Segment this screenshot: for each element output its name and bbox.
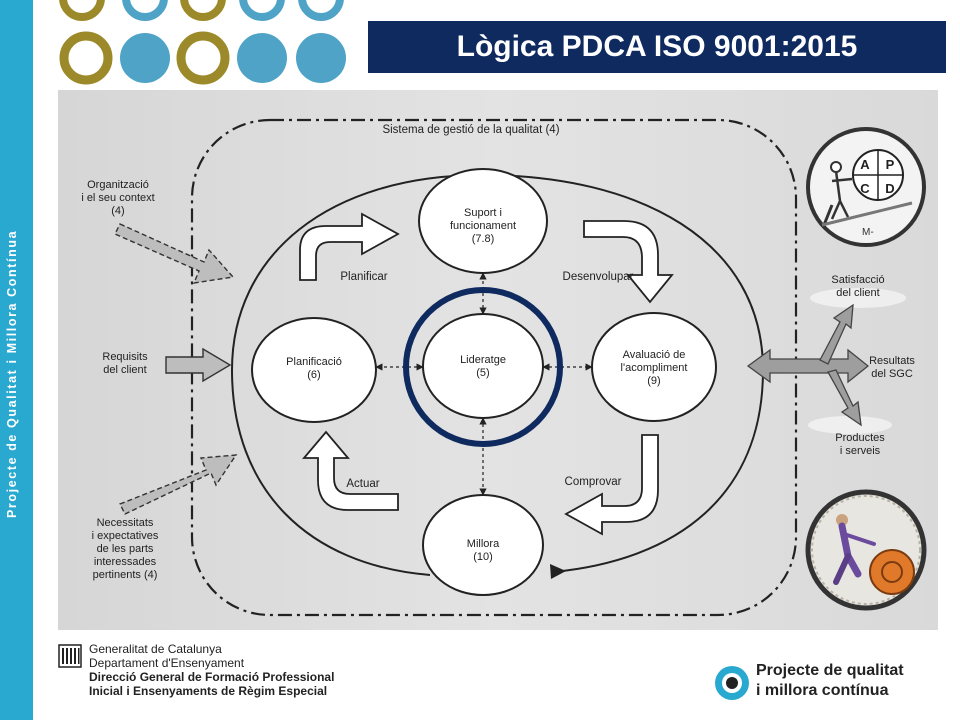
input-needs-line2: i expectatives bbox=[92, 530, 159, 542]
output-arrow-products bbox=[827, 369, 862, 427]
output-glow-top bbox=[810, 288, 906, 308]
node-evaluation-line1: Avaluació de bbox=[623, 349, 686, 361]
input-context-line1: Organització bbox=[87, 179, 149, 191]
footer-generalitat: Generalitat de Catalunya Departament d'E… bbox=[58, 638, 388, 708]
node-planning-line1: Planificació bbox=[286, 356, 342, 368]
pdca-wheel-illustration: A P C D M- bbox=[806, 127, 926, 247]
input-requirements-line2: del client bbox=[103, 364, 146, 376]
cycle-label-do: Desenvolupar bbox=[563, 271, 634, 283]
node-leadership-line1: Lideratge bbox=[460, 354, 506, 366]
pdca-caption: M- bbox=[862, 227, 874, 238]
sidebar-title: Projecte de Qualitat i Millora Contínua bbox=[5, 229, 19, 518]
input-context-line2: i el seu context bbox=[81, 192, 154, 204]
node-support-line1: Suport i bbox=[464, 207, 502, 219]
input-context-line3: (4) bbox=[111, 205, 124, 217]
running-man-illustration bbox=[805, 489, 927, 611]
cycle-arrow-plan bbox=[299, 212, 400, 281]
project-logo-icon bbox=[715, 666, 749, 700]
cycle-arrow-do bbox=[583, 220, 674, 304]
generalitat-logo-icon bbox=[58, 644, 82, 668]
pdca-letter-p: P bbox=[886, 157, 895, 172]
dot-teal bbox=[296, 33, 346, 83]
page-title: Lògica PDCA ISO 9001:2015 bbox=[368, 21, 946, 73]
pdca-diagram: Sistema de gestió de la qualitat (4) Org… bbox=[58, 90, 938, 630]
cycle-arrow-act bbox=[302, 430, 399, 511]
node-support-line2: funcionament bbox=[450, 220, 516, 232]
cycle-arrowhead bbox=[550, 564, 566, 579]
dot-gold-ring bbox=[59, 0, 105, 21]
input-arrow-needs bbox=[119, 454, 238, 515]
pdca-letter-c: C bbox=[860, 181, 870, 196]
node-improvement-line1: Millora bbox=[467, 538, 500, 550]
sidebar: Projecte de Qualitat i Millora Contínua bbox=[0, 0, 33, 720]
system-label: Sistema de gestió de la qualitat (4) bbox=[382, 124, 559, 136]
input-arrow-context bbox=[114, 223, 235, 284]
leadership-highlight-ring bbox=[403, 287, 563, 447]
dot-gold-ring bbox=[59, 31, 113, 85]
input-needs-line4: interessades bbox=[94, 556, 157, 568]
footer-project-line2: i millora contínua bbox=[756, 682, 889, 699]
node-improvement-line2: (10) bbox=[473, 551, 493, 563]
dot-teal bbox=[120, 33, 170, 83]
dot-teal-ring bbox=[298, 0, 344, 21]
decorative-dots bbox=[59, 0, 346, 85]
output-arrow-satisfaction bbox=[819, 303, 854, 365]
pdca-letter-a: A bbox=[860, 157, 870, 172]
output-glow-bottom bbox=[808, 416, 892, 434]
node-planning-line2: (6) bbox=[307, 369, 320, 381]
output-results-line2: del SGC bbox=[871, 368, 913, 380]
footer-gen-line1: Generalitat de Catalunya bbox=[89, 642, 222, 656]
output-arrow-results bbox=[746, 348, 870, 384]
pdca-letter-d: D bbox=[885, 181, 894, 196]
dot-teal bbox=[237, 33, 287, 83]
output-satisfaction-line1: Satisfacció bbox=[831, 274, 884, 286]
input-needs-line3: de les parts bbox=[97, 543, 154, 555]
output-results-line1: Resultats bbox=[869, 355, 915, 367]
node-leadership-line2: (5) bbox=[476, 367, 489, 379]
footer-gen-line3: Direcció General de Formació Professiona… bbox=[89, 670, 335, 684]
node-evaluation-line2: l'acompliment bbox=[621, 362, 688, 374]
cycle-label-plan: Planificar bbox=[340, 271, 387, 283]
cycle-label-act: Actuar bbox=[346, 478, 379, 490]
output-products-line1: Productes bbox=[835, 432, 885, 444]
input-needs-line1: Necessitats bbox=[97, 517, 154, 529]
footer-gen-line4: Inicial i Ensenyaments de Règim Especial bbox=[89, 684, 328, 698]
input-needs-line5: pertinents (4) bbox=[93, 569, 158, 581]
input-requirements-line1: Requisits bbox=[102, 351, 148, 363]
node-evaluation-line3: (9) bbox=[647, 375, 660, 387]
node-support-line3: (7.8) bbox=[472, 233, 495, 245]
node-leadership bbox=[422, 313, 544, 419]
dot-teal-ring bbox=[122, 0, 168, 21]
cycle-arrow-check bbox=[564, 434, 659, 536]
footer-gen-line2: Departament d'Ensenyament bbox=[89, 656, 245, 670]
footer-project-logo: Projecte de qualitat i millora contínua bbox=[714, 660, 934, 704]
cycle-label-check: Comprovar bbox=[565, 476, 622, 488]
input-arrow-requirements bbox=[165, 347, 232, 383]
output-satisfaction-line2: del client bbox=[836, 287, 879, 299]
dot-teal-ring bbox=[239, 0, 285, 21]
dot-gold-ring bbox=[176, 31, 230, 85]
dot-gold-ring bbox=[180, 0, 226, 21]
output-products-line2: i serveis bbox=[840, 445, 881, 457]
footer-project-line1: Projecte de qualitat bbox=[756, 662, 904, 679]
